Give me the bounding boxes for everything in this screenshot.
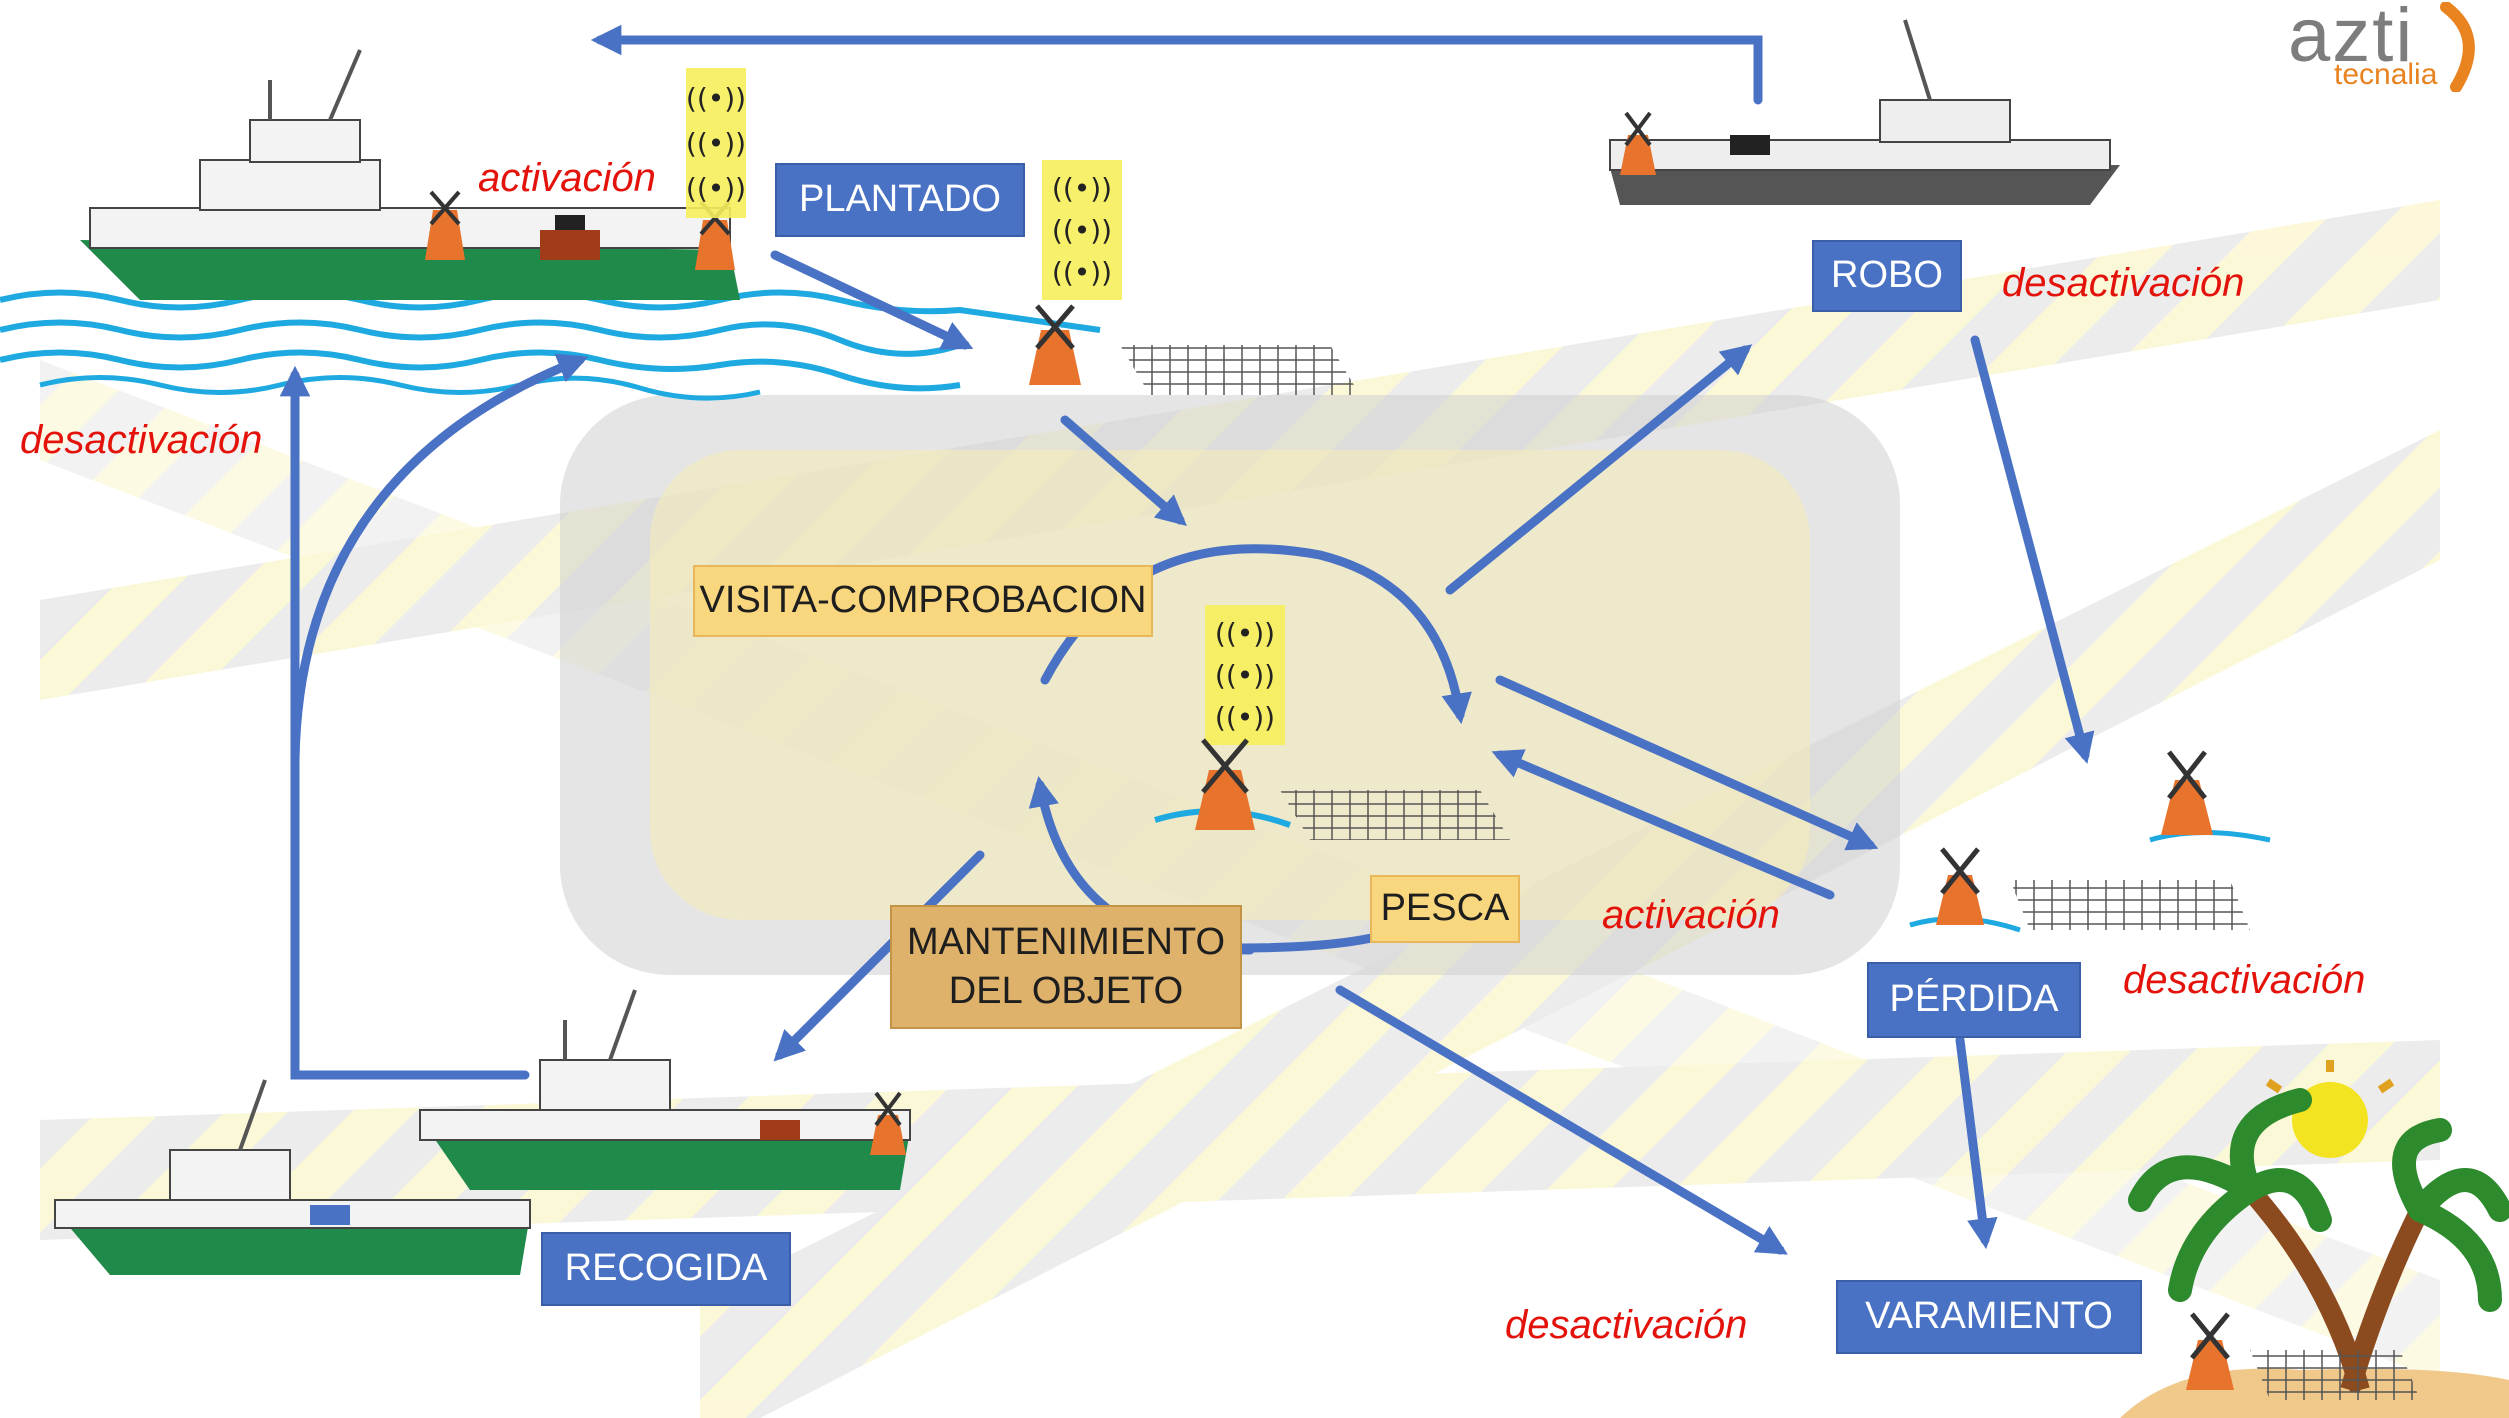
arrow-perdida-to-varamiento <box>1955 1035 1998 1250</box>
svg-text:((•)): ((•)) <box>1052 214 1112 247</box>
svg-text:((•)): ((•)) <box>686 82 746 115</box>
transition-desactivacion-perdida: desactivación <box>2123 958 2366 1002</box>
state-plantado-label: PLANTADO <box>798 178 1001 221</box>
buoy-with-raft <box>1029 304 1360 395</box>
svg-text:((•)): ((•)) <box>686 127 746 160</box>
state-mantenimiento: MANTENIMIENTO DEL OBJETO <box>890 905 1242 1029</box>
transition-activacion-mid: activación <box>1602 893 1780 937</box>
lost-buoy <box>1909 847 2250 933</box>
arrow-group <box>279 24 2095 1255</box>
ship-bottom-back <box>419 989 911 1190</box>
logo-arc-icon <box>2440 2 2475 92</box>
signal-icon: ((•)) ((•)) ((•)) <box>1205 605 1285 745</box>
state-recogida: RECOGIDA <box>541 1232 791 1306</box>
azti-logo: azti tecnalia <box>2288 0 2498 92</box>
arrow-robo-to-perdida <box>1970 335 2095 764</box>
ship-bottom-front <box>54 1079 531 1275</box>
state-robo-label: ROBO <box>1831 254 1943 297</box>
arrow-to-varamiento <box>1335 985 1788 1255</box>
state-robo: ROBO <box>1812 240 1962 312</box>
state-recogida-label: RECOGIDA <box>564 1247 768 1290</box>
arrow-perdida-back <box>1491 749 1835 900</box>
arrow-plantado-to-buoy <box>770 250 974 350</box>
lost-buoy <box>2149 750 2271 843</box>
island-with-palms <box>2120 1060 2509 1418</box>
transition-activacion-top: activación <box>478 156 656 200</box>
signal-icon: ((•)) ((•)) ((•)) <box>1042 160 1122 300</box>
signal-icon: ((•)) ((•)) ((•)) <box>686 68 746 218</box>
logo-sub: tecnalia <box>2334 58 2438 91</box>
state-perdida: PÉRDIDA <box>1867 962 2081 1038</box>
ship-top-left <box>80 49 740 300</box>
state-perdida-label: PÉRDIDA <box>1889 978 2059 1021</box>
logo-brand: azti <box>2288 0 2415 78</box>
arrow-to-robo <box>1445 344 1753 595</box>
sea-waves <box>0 289 1101 401</box>
arrow-buoy-to-visita <box>1060 415 1187 527</box>
state-varamiento: VARAMIENTO <box>1836 1280 2142 1354</box>
arrow-to-perdida <box>1495 675 1879 851</box>
buoy-on-ship <box>425 190 465 260</box>
state-visita-label: VISITA-COMPROBACION <box>699 579 1147 622</box>
svg-text:((•)): ((•)) <box>1052 256 1112 289</box>
ship-top-right <box>1609 19 2120 205</box>
transition-desactivacion-bottom: desactivación <box>1505 1303 1748 1347</box>
buoy-with-raft <box>1154 738 1510 840</box>
state-pesca-label: PESCA <box>1380 887 1510 930</box>
state-plantado: PLANTADO <box>775 163 1025 237</box>
transition-desactivacion-robo: desactivación <box>2002 261 2245 305</box>
svg-text:((•)): ((•)) <box>1215 659 1275 692</box>
state-mantenimiento-line2: DEL OBJETO <box>948 970 1184 1012</box>
transition-desactivacion-left: desactivación <box>20 418 263 462</box>
svg-text:((•)): ((•)) <box>686 172 746 205</box>
svg-text:((•)): ((•)) <box>1215 617 1275 650</box>
arrow-recogida-curve <box>290 353 589 765</box>
svg-text:((•)): ((•)) <box>1215 701 1275 734</box>
svg-text:((•)): ((•)) <box>1052 172 1112 205</box>
state-pesca: PESCA <box>1370 875 1520 943</box>
state-mantenimiento-line1: MANTENIMIENTO <box>906 920 1226 963</box>
arrow-to-recogida <box>773 850 985 1062</box>
state-varamiento-label: VARAMIENTO <box>1865 1295 2113 1338</box>
arrow-robo-to-top <box>590 24 1763 105</box>
state-visita-comprobacion: VISITA-COMPROBACION <box>693 565 1153 637</box>
arrow-recogida-up <box>279 365 530 1080</box>
